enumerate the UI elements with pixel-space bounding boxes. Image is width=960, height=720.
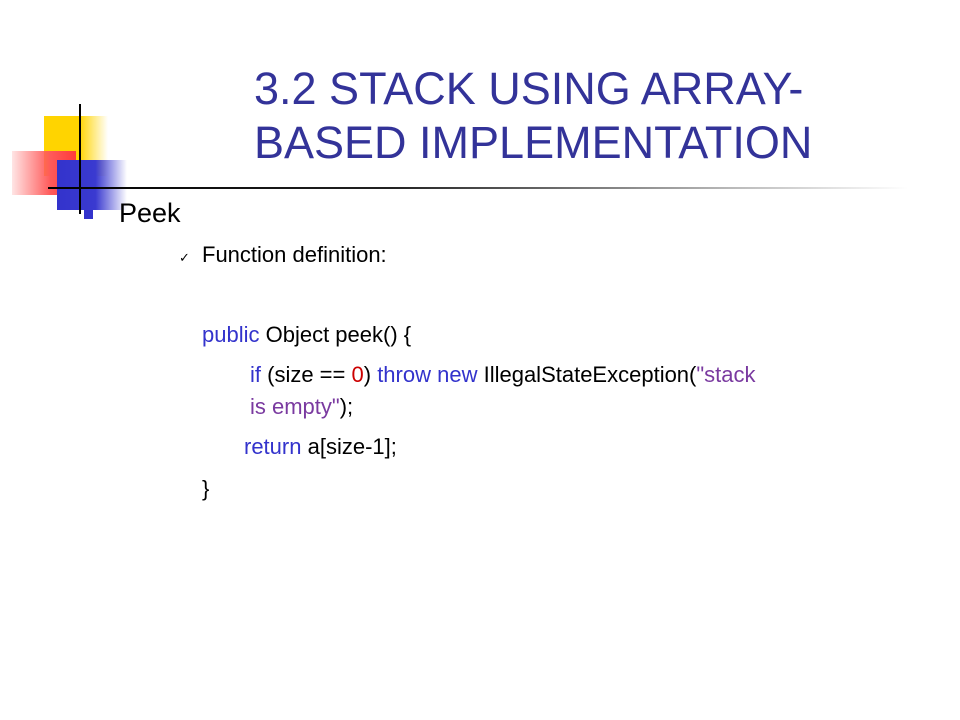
code-text: ): [363, 362, 378, 387]
bullet-peek: Peek: [119, 198, 181, 228]
slide-title: 3.2 STACK USING ARRAY- BASED IMPLEMENTAT…: [254, 62, 894, 170]
code-text: IllegalStateException(: [477, 362, 697, 387]
code-keyword: if: [250, 362, 261, 387]
code-line-2-continued: is empty");: [250, 392, 353, 422]
square-bullet-icon: [84, 210, 93, 219]
checkmark-icon: ✓: [179, 250, 190, 265]
code-string: is empty": [250, 394, 340, 419]
code-line-2: if (size == 0) throw new IllegalStateExc…: [250, 360, 756, 390]
code-string: "stack: [696, 362, 756, 387]
code-line-4: }: [202, 476, 210, 501]
sub-bullet-function-definition: Function definition:: [202, 242, 387, 267]
title-line-1: 3.2 STACK USING ARRAY-: [254, 63, 804, 114]
code-keyword: new: [437, 362, 478, 387]
code-line-1: public Object peek() {: [202, 320, 411, 350]
code-text: (size ==: [261, 362, 352, 387]
code-line-3: return a[size-1];: [244, 432, 397, 462]
decorative-squares: [0, 0, 140, 220]
title-line-2: BASED IMPLEMENTATION: [254, 117, 813, 168]
blue-square: [57, 160, 127, 210]
code-keyword: return: [244, 434, 302, 459]
code-keyword: public: [202, 322, 260, 347]
vertical-rule: [79, 104, 81, 214]
code-text: );: [339, 394, 354, 419]
code-number: 0: [351, 362, 364, 387]
code-text: a[size-1];: [301, 434, 397, 459]
code-keyword: throw: [377, 362, 431, 387]
code-text: Object peek() {: [259, 322, 412, 347]
title-underline: [48, 187, 908, 189]
